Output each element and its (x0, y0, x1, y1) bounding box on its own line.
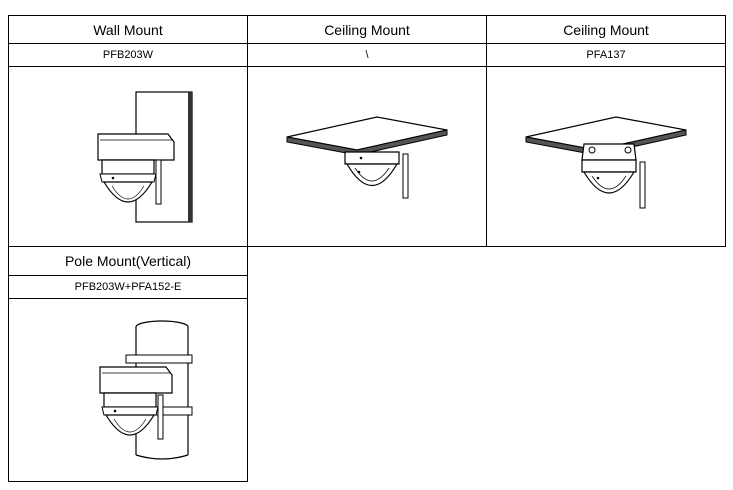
ceiling-mount-camera-icon (286, 115, 448, 198)
pole-mount-model: PFB203W+PFA152-E (8, 275, 248, 299)
wall-mount-model: PFB203W (8, 43, 248, 67)
ceiling-mount-illustration (247, 66, 487, 247)
ceiling-mount-pfa137-title: Ceiling Mount (486, 15, 726, 44)
ceiling-mount-pfa137-model: PFA137 (486, 43, 726, 67)
ceiling-mount-title: Ceiling Mount (247, 15, 487, 44)
wall-mount-illustration (8, 66, 248, 247)
pole-mount-camera-icon (99, 320, 193, 460)
ceiling-mount-pfa137-camera-icon (525, 115, 687, 208)
pole-mount-illustration (8, 298, 248, 482)
wall-mount-camera-icon (97, 90, 193, 223)
ceiling-mount-pfa137-illustration (486, 66, 726, 247)
ceiling-mount-model: \ (247, 43, 487, 67)
pole-mount-title: Pole Mount(Vertical) (8, 246, 248, 276)
wall-mount-title: Wall Mount (8, 15, 248, 44)
